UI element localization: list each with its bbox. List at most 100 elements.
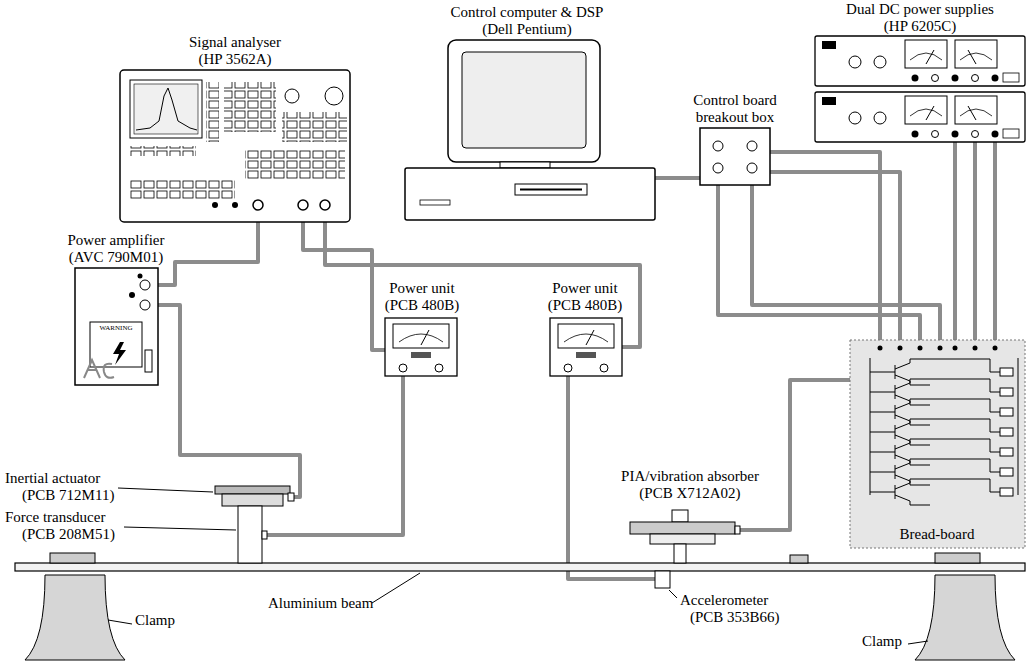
breakout-box xyxy=(713,141,723,151)
part-label: Clamp xyxy=(862,633,902,650)
power-amplifier xyxy=(140,300,150,310)
cable xyxy=(737,380,850,530)
dc-power-supply xyxy=(815,92,1025,142)
signal-analyser xyxy=(285,89,299,103)
bread-board xyxy=(870,399,1013,425)
leader-line xyxy=(118,488,213,492)
signal-analyser xyxy=(282,112,347,142)
bread-board xyxy=(953,346,958,351)
signal-analyser xyxy=(120,70,350,222)
bread-board xyxy=(870,358,871,495)
model-number: (PCB X712A02) xyxy=(639,485,740,502)
signal-analyser xyxy=(120,70,350,222)
clamp xyxy=(915,575,1015,660)
aluminium-beam xyxy=(15,563,1025,571)
cable xyxy=(303,208,385,350)
bread-board xyxy=(870,459,1013,485)
cable xyxy=(655,176,700,180)
signal-analyser xyxy=(232,202,238,208)
signal-analyser xyxy=(130,146,196,156)
cable xyxy=(770,152,880,340)
device-label: Accelerometer xyxy=(680,592,768,609)
force-transducer xyxy=(238,506,262,563)
bread-board xyxy=(870,379,1013,405)
model-number: (PCB 480B) xyxy=(548,297,623,314)
bread-board xyxy=(1018,358,1019,495)
model-number: (HP 3562A) xyxy=(198,51,271,68)
bread-board xyxy=(870,359,1013,385)
power-amplifier xyxy=(138,274,143,279)
force-transducer xyxy=(262,531,267,539)
aluminium-beam xyxy=(15,555,1025,571)
cable xyxy=(150,305,300,497)
leader-line xyxy=(372,573,420,603)
bread-board xyxy=(870,419,1013,445)
computer xyxy=(500,162,550,168)
device-label: Dual DC power supplies xyxy=(846,1,994,18)
device-label: Power unit xyxy=(552,280,617,297)
vibration-absorber xyxy=(672,510,688,522)
device-label: Power unit xyxy=(389,280,454,297)
power-amplifier xyxy=(75,268,158,385)
computer xyxy=(520,189,582,191)
power-amplifier xyxy=(140,280,150,290)
signal-analyser xyxy=(320,200,330,210)
signal-analyser xyxy=(206,82,219,142)
power-unit xyxy=(385,318,457,376)
model-number: (PCB 480B) xyxy=(385,297,460,314)
power-amplifier xyxy=(145,350,152,372)
device-label: PIA/vibration absorber xyxy=(621,468,759,485)
signal-analyser xyxy=(136,88,197,130)
computer xyxy=(420,200,450,205)
signal-analyser xyxy=(325,87,343,105)
device-label: Control computer & DSP xyxy=(451,4,604,21)
breakout-box xyxy=(713,163,723,173)
device-label: breakout box xyxy=(696,109,775,126)
inertial-actuator xyxy=(288,493,294,501)
clamp xyxy=(25,575,125,660)
clamp xyxy=(935,553,980,563)
device-label: Signal analyser xyxy=(189,34,281,51)
vibration-absorber xyxy=(630,510,740,563)
model-number: (HP 6205C) xyxy=(884,18,956,35)
force-transducer xyxy=(238,506,267,563)
power-amplifier xyxy=(75,268,158,385)
bread-board xyxy=(938,346,943,351)
bread-board xyxy=(973,346,978,351)
dc-power-supply xyxy=(815,36,1025,86)
power-unit xyxy=(550,318,622,376)
cable xyxy=(752,185,940,340)
inertial-actuator xyxy=(222,494,283,506)
signal-analyser xyxy=(245,150,345,180)
computer xyxy=(462,52,586,148)
model-number: (Dell Pentium) xyxy=(482,21,572,38)
model-number: (AVC 790M01) xyxy=(69,249,163,266)
power-amplifier xyxy=(129,292,135,298)
signal-analyser xyxy=(253,200,263,210)
power-amplifier xyxy=(90,322,142,367)
device-label: Bread-board xyxy=(900,526,975,543)
vibration-absorber xyxy=(650,534,715,544)
vibration-absorber xyxy=(674,544,686,563)
breakout-box xyxy=(747,141,757,151)
device-label: Force transducer xyxy=(5,509,105,526)
bread-board xyxy=(870,439,1013,465)
breakout-box xyxy=(747,163,757,173)
part-label: Clamp xyxy=(135,612,175,629)
clamp xyxy=(25,553,1015,660)
inertial-actuator xyxy=(215,486,294,506)
device-label: Power amplifier xyxy=(67,232,164,249)
bread-board xyxy=(993,346,998,351)
bread-board xyxy=(850,340,1025,548)
bread-board xyxy=(878,346,883,351)
model-number: (PCB 208M51) xyxy=(22,526,115,543)
bread-board xyxy=(870,479,1013,505)
cable xyxy=(953,139,957,340)
accelerometer xyxy=(655,571,670,588)
leader-line xyxy=(108,620,132,624)
device-label: Inertial actuator xyxy=(5,470,100,487)
warning-text: WARNING xyxy=(99,324,132,333)
cable xyxy=(262,376,403,535)
